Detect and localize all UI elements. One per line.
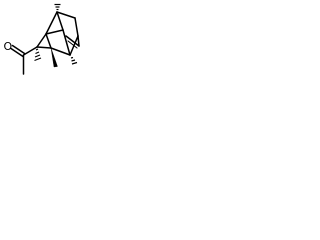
cyclopropane-ring (36, 33, 52, 49)
stereo-hash-left (34, 48, 42, 62)
cage-bond-1 (45, 11, 58, 35)
cage-bond-5 (50, 47, 71, 56)
oxygen-atom-label: O (4, 40, 13, 53)
cage-bond-9 (77, 35, 80, 47)
cage-bond-2 (56, 11, 76, 19)
carbonyl-bond-1 (10, 47, 24, 58)
alkene-bond-1 (65, 35, 80, 47)
cage-bond-3 (74, 17, 79, 37)
cage-bond-7 (62, 29, 71, 56)
structure-canvas: O (0, 0, 96, 95)
alkene-bond-2 (67, 40, 78, 49)
carbonyl-bond-2 (11, 44, 26, 55)
skeletal-structure: O (4, 3, 80, 75)
cage-framework (45, 11, 80, 56)
cp-bond-top (36, 33, 47, 48)
methyl-wedge (50, 47, 58, 68)
acetyl-ring-bond (22, 46, 38, 56)
cp-bond-right (45, 33, 52, 49)
stereo-hash-top (54, 3, 61, 11)
stereo-hash-bottom (70, 56, 78, 65)
cage-bond-6 (56, 11, 64, 31)
cage-bond-8 (45, 29, 64, 35)
cp-bond-bottom (36, 46, 52, 49)
acetyl-group: O (4, 40, 38, 75)
